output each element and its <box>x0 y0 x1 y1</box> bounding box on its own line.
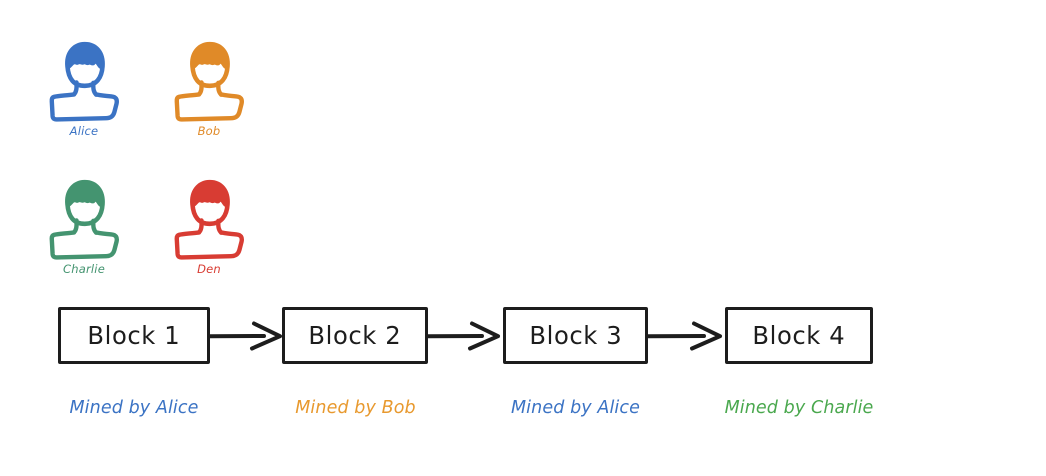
block-node-4[interactable]: Block 4 <box>725 307 873 364</box>
person-avatar-icon <box>49 41 119 122</box>
chain-arrow-3-to-4 <box>646 318 728 354</box>
chain-arrow-1-to-2 <box>208 318 288 354</box>
participant-den[interactable]: Den <box>171 174 247 286</box>
block-node-3[interactable]: Block 3 <box>503 307 648 364</box>
block-label: Block 4 <box>752 321 846 350</box>
participant-label: Bob <box>197 124 221 138</box>
block-label: Block 1 <box>87 321 181 350</box>
participant-label: Charlie <box>63 262 105 276</box>
participant-bob[interactable]: Bob <box>171 36 247 148</box>
person-avatar-icon <box>49 179 119 260</box>
block-caption-1: Mined by Alice <box>69 398 199 418</box>
block-node-2[interactable]: Block 2 <box>282 307 428 364</box>
chain-arrow-2-to-3 <box>426 318 506 354</box>
block-caption-3: Mined by Alice <box>510 398 640 418</box>
block-label: Block 3 <box>529 321 622 350</box>
block-caption-2: Mined by Bob <box>295 398 416 418</box>
participant-label: Alice <box>69 124 99 138</box>
block-caption-4: Mined by Charlie <box>724 398 874 418</box>
person-avatar-icon <box>174 179 244 260</box>
block-node-1[interactable]: Block 1 <box>58 307 210 364</box>
participant-charlie[interactable]: Charlie <box>46 174 122 286</box>
person-avatar-icon <box>174 41 244 122</box>
participant-label: Den <box>197 262 221 276</box>
participant-alice[interactable]: Alice <box>46 36 122 148</box>
block-label: Block 2 <box>308 321 402 350</box>
